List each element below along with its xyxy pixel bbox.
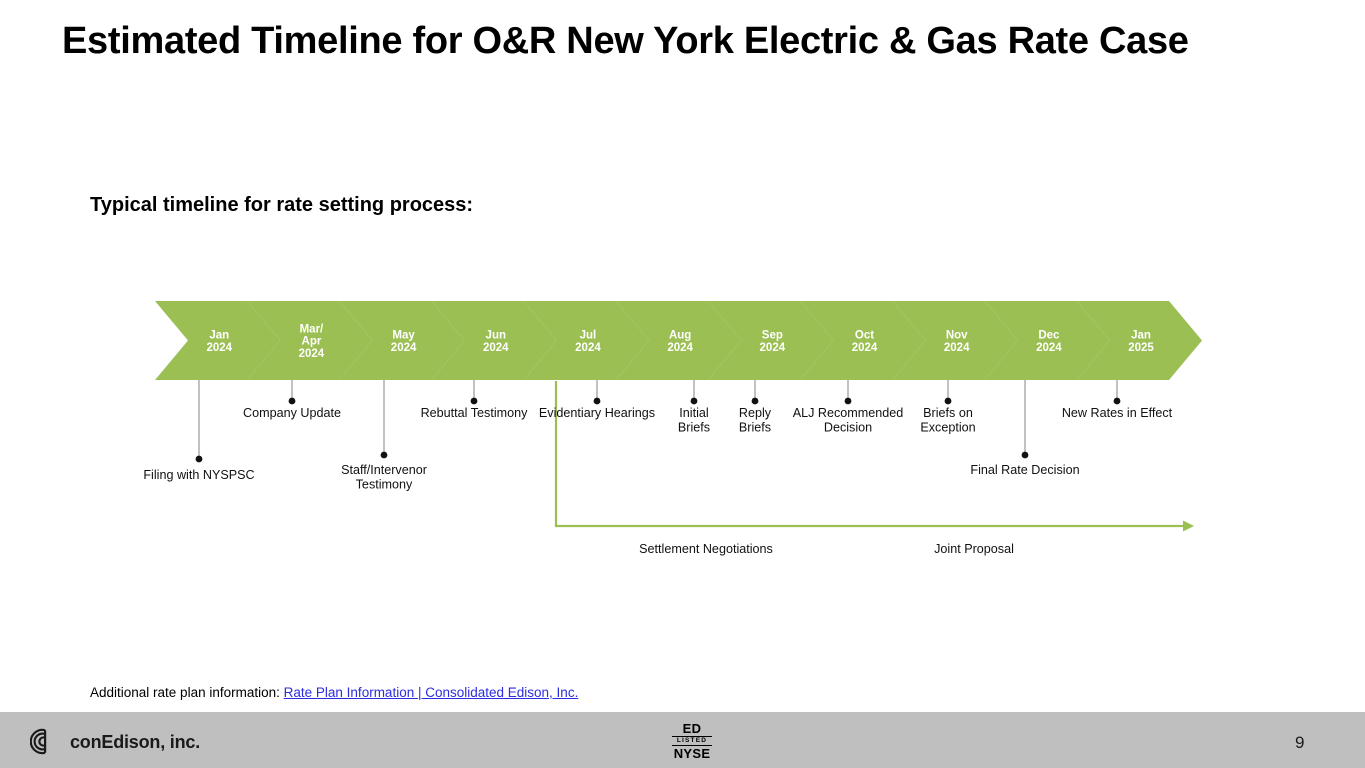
chevron-segment	[339, 301, 465, 380]
chevron-segment	[892, 301, 1018, 380]
chevron-segment	[523, 301, 649, 380]
span-labels: Settlement Negotiations Joint Proposal	[639, 542, 1014, 556]
span-label: Settlement Negotiations	[639, 542, 773, 556]
nyse-exchange: NYSE	[673, 745, 711, 761]
chevron-segment	[984, 301, 1110, 380]
page-number: 9	[1295, 733, 1305, 752]
milestone-connectors	[198, 380, 1118, 456]
conedison-logo-icon	[30, 728, 47, 755]
span-label: Joint Proposal	[934, 542, 1014, 556]
chevron-segment	[708, 301, 834, 380]
chevron-segment	[615, 301, 742, 380]
milestone-dots	[195, 397, 1121, 463]
chevron-segment	[155, 301, 281, 380]
section-subtitle: Typical timeline for rate setting proces…	[90, 194, 474, 216]
footnote-prefix: Additional rate plan information:	[90, 685, 280, 700]
chevron-segment	[247, 301, 373, 380]
milestone-dot	[690, 397, 698, 405]
milestone-dot	[1113, 397, 1121, 405]
chevron-segment	[1076, 301, 1202, 380]
nyse-ticker: ED	[682, 721, 702, 736]
settlement-bracket	[554, 381, 1194, 532]
milestone-dot	[470, 397, 478, 405]
milestone-dot	[751, 397, 759, 405]
milestone-dot	[288, 397, 296, 405]
footnote: Additional rate plan information: Rate P…	[90, 685, 578, 700]
bracket-path	[554, 381, 1186, 528]
milestone-label: Filing with NYSPSC	[143, 468, 254, 482]
nyse-listed-text: LISTED	[672, 736, 712, 746]
milestone-dot	[195, 455, 203, 463]
page-title: Estimated Timeline for O&R New York Elec…	[62, 20, 1189, 62]
milestone-label: New Rates in Effect	[1062, 406, 1173, 420]
nyse-listed-badge: ED LISTED NYSE	[672, 722, 712, 760]
milestone-dot	[944, 397, 952, 405]
chevron-segment	[800, 301, 926, 380]
milestone-label: Rebuttal Testimony	[421, 406, 529, 420]
footer-bar	[0, 712, 1365, 768]
milestone-dot	[380, 451, 388, 459]
conedison-logo-text: conEdison, inc.	[70, 731, 201, 752]
milestone-dot	[593, 397, 601, 405]
milestone-label: Evidentiary Hearings	[539, 406, 655, 420]
rate-plan-link[interactable]: Rate Plan Information | Consolidated Edi…	[283, 685, 579, 700]
milestone-dot	[1021, 451, 1029, 459]
milestone-label: Final Rate Decision	[970, 463, 1079, 477]
conedison-logo: conEdison, inc.	[30, 728, 200, 755]
chevron-segment	[431, 301, 557, 380]
milestone-label: Company Update	[243, 406, 341, 420]
milestone-dot	[844, 397, 852, 405]
bracket-arrowhead	[1183, 520, 1194, 532]
milestone-labels: Filing with NYSPSC Company UpdateStaff/In…	[143, 406, 1172, 492]
